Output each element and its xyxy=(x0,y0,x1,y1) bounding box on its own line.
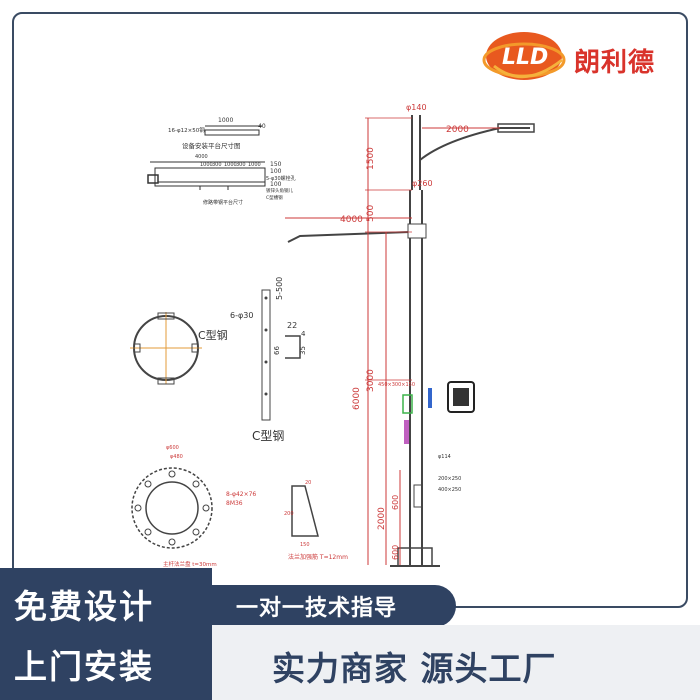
pole-total-dim: 6000 xyxy=(352,387,362,410)
c-len-dim: 5-500 xyxy=(275,277,284,300)
rib-bottom-dim: 150 xyxy=(300,542,310,548)
platform-total-dim: 4000 xyxy=(195,154,208,160)
pole-box-label: 450×300×150 xyxy=(378,382,415,388)
pole-upper-dim: 1500 xyxy=(366,147,376,170)
flange-detail: φ600 φ480 8-φ42×76 8M36 主杆法兰盘 t=30mm xyxy=(131,445,256,568)
onsite-install-badge: 上门安装 xyxy=(14,647,154,686)
brand-logo-icon: LLD xyxy=(482,32,566,80)
rib-top-dim: 20 xyxy=(305,480,311,486)
platform-detail: 1000 40 16-φ12×50钢 设备安装平台尺寸图 4000 1000 3… xyxy=(147,117,296,206)
pole-note-3: 400×250 xyxy=(438,487,461,493)
pole-note-2: 200×250 xyxy=(438,476,461,482)
platform-right-3: 100 xyxy=(270,181,282,188)
slogan-text: 实力商家 源头工厂 xyxy=(272,649,557,688)
c-dim-a: 22 xyxy=(287,321,297,330)
platform-note-1: 镀锌头角钢儿 xyxy=(266,187,293,194)
rib-mid-dim: 200 xyxy=(284,511,294,517)
pole-arm-right: 2000 xyxy=(446,125,469,135)
platform-row-1: 1000 xyxy=(200,162,213,168)
platform-row-5: 1000 xyxy=(248,162,261,168)
platform-row-4: 300 xyxy=(236,162,246,168)
rib-caption: 法兰加强筋 T=12mm xyxy=(288,553,348,561)
free-design-badge: 免费设计 xyxy=(14,587,154,626)
platform-row-2: 300 xyxy=(212,162,222,168)
platform-bolt: 5-φ30螺栓孔 xyxy=(266,175,296,182)
pole-mid-dia: φ260 xyxy=(412,179,433,188)
brand-name: 朗利德 xyxy=(574,48,656,78)
flange-bolt-circle: 8M36 xyxy=(226,500,243,507)
drawing-frame xyxy=(12,12,688,608)
tech-guidance-tag: 一对一技术指导 xyxy=(236,596,398,621)
c-steel-label: C型钢 xyxy=(198,328,228,342)
platform-spec: 16-φ12×50钢 xyxy=(168,126,205,134)
pole-note-1: φ114 xyxy=(438,454,451,460)
platform-right-2: 100 xyxy=(270,168,282,175)
tag-ribbon xyxy=(212,585,456,627)
c-dim-d: 35 xyxy=(299,346,307,355)
pole-lower-dim: 2000 xyxy=(377,507,387,530)
c-steel-caption: C型钢 xyxy=(252,429,284,443)
pole-middle-dim: 3000 xyxy=(366,369,376,392)
pole-door-dim: 600 xyxy=(391,495,400,510)
pole-mid-dim: 500 xyxy=(366,205,376,222)
pole-base-dim: 600 xyxy=(391,545,400,560)
c-steel-strip: 6-φ30 5-500 22 4 66 35 C型钢 xyxy=(230,277,307,443)
pole-top-dia: φ140 xyxy=(406,103,427,112)
platform-top-dim: 1000 xyxy=(218,117,233,124)
platform-top-right-dim: 40 xyxy=(258,123,266,130)
c-hole-dim: 6-φ30 xyxy=(230,311,253,320)
slogan-bar xyxy=(212,625,700,700)
platform-caption: 修路带钢平台尺寸 xyxy=(203,199,243,206)
svg-text:LLD: LLD xyxy=(502,45,548,70)
flange-caption: 主杆法兰盘 t=30mm xyxy=(163,560,217,568)
flange-outer-dim: φ600 xyxy=(166,445,179,451)
promo-panel xyxy=(0,568,212,700)
platform-title: 设备安装平台尺寸图 xyxy=(182,141,241,150)
c-dim-c: 66 xyxy=(273,346,281,355)
c-dim-b: 4 xyxy=(301,330,306,338)
platform-right-1: 150 xyxy=(270,161,282,168)
flange-bolts-dim: 8-φ42×76 xyxy=(226,491,256,498)
street-light-pole: φ140 2000 1500 φ260 500 4000 3000 6000 2… xyxy=(285,103,535,567)
platform-row-3: 1000 xyxy=(224,162,237,168)
flange-inner-dim: φ480 xyxy=(170,454,183,460)
pole-arm-left: 4000 xyxy=(340,215,363,225)
c-steel-ring: C型钢 xyxy=(130,312,228,385)
platform-note-2: C型槽钢 xyxy=(266,194,283,201)
rib-detail: 20 200 150 法兰加强筋 T=12mm xyxy=(284,480,348,561)
